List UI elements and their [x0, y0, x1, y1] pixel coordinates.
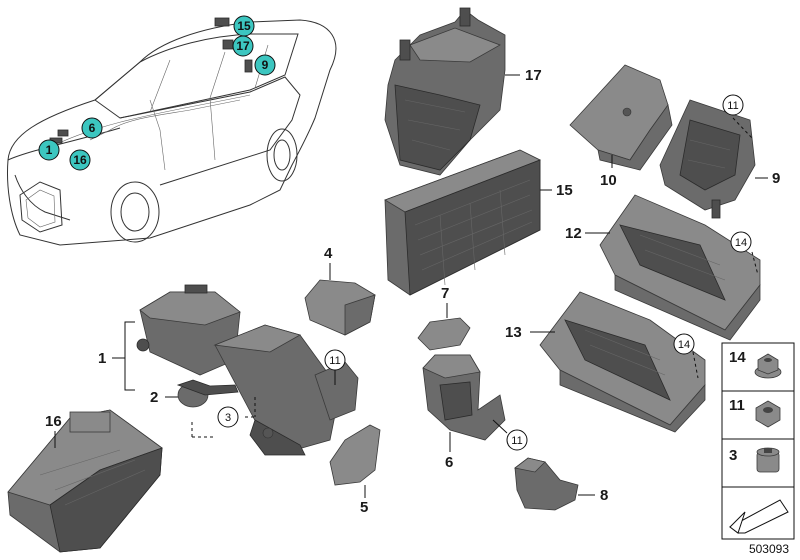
label-9: 9 — [772, 170, 780, 187]
svg-text:16: 16 — [73, 153, 87, 167]
svg-text:11: 11 — [329, 355, 340, 367]
part-5-plate[interactable] — [329, 424, 381, 486]
label-2: 2 — [150, 389, 158, 406]
svg-text:14: 14 — [729, 349, 746, 366]
label-13: 13 — [505, 324, 522, 341]
car-callouts: 15 17 9 6 1 16 — [38, 15, 276, 171]
dash-3 — [192, 397, 256, 438]
label-4: 4 — [324, 245, 333, 262]
callout-14-upper: 14 — [730, 231, 752, 253]
part-10-cover[interactable] — [569, 64, 673, 171]
label-10: 10 — [600, 172, 617, 189]
part-13-housing[interactable] — [539, 291, 706, 433]
dash-14-13 — [692, 351, 699, 379]
svg-text:14: 14 — [678, 339, 690, 351]
diagram-number: 503093 — [749, 542, 789, 556]
car-callout-6[interactable]: 6 — [81, 117, 103, 139]
bracket-assembly[interactable] — [213, 324, 359, 456]
svg-text:9: 9 — [262, 58, 269, 72]
legend-item-14[interactable]: 14 — [729, 349, 782, 379]
legend-panel: 14 11 3 — [721, 342, 795, 540]
svg-text:6: 6 — [89, 121, 96, 135]
label-8: 8 — [600, 487, 608, 504]
label-7: 7 — [441, 285, 449, 302]
label-5: 5 — [360, 499, 368, 516]
callout-11-top: 11 — [722, 94, 744, 116]
svg-text:15: 15 — [237, 19, 251, 33]
callout-11-mid: 11 — [324, 349, 346, 371]
dash-11-9 — [732, 117, 753, 139]
svg-text:11: 11 — [727, 100, 738, 112]
part-15-fusebox[interactable] — [384, 149, 541, 296]
plug-screw-icon — [756, 447, 780, 473]
label-17: 17 — [525, 67, 542, 84]
svg-text:11: 11 — [511, 435, 522, 447]
car-callout-1[interactable]: 1 — [38, 139, 60, 161]
part-1-module[interactable] — [136, 284, 241, 376]
part-4-cover[interactable] — [304, 279, 376, 336]
legend-item-11[interactable]: 11 — [729, 397, 781, 428]
part-16-control-unit[interactable] — [7, 409, 163, 553]
svg-text:11: 11 — [729, 397, 745, 414]
svg-text:17: 17 — [236, 39, 250, 53]
label-6: 6 — [445, 454, 453, 471]
direction-arrow-icon — [729, 499, 789, 534]
part-17-carrier[interactable] — [384, 7, 506, 176]
leader-11-low — [492, 419, 508, 434]
part-8-clip[interactable] — [514, 457, 579, 511]
car-callout-9[interactable]: 9 — [254, 54, 276, 76]
svg-text:14: 14 — [735, 237, 747, 249]
vehicle-outline — [7, 17, 337, 246]
label-16: 16 — [45, 413, 62, 430]
bracket-1 — [124, 321, 135, 391]
car-callout-16[interactable]: 16 — [69, 149, 91, 171]
callout-14-lower: 14 — [673, 333, 695, 355]
part-2-sensor[interactable] — [176, 379, 239, 408]
car-callout-15[interactable]: 15 — [233, 15, 255, 37]
svg-text:3: 3 — [729, 447, 737, 464]
label-15: 15 — [556, 182, 573, 199]
car-callout-17[interactable]: 17 — [232, 35, 254, 57]
dash-14-12 — [751, 251, 759, 276]
part-7-cap[interactable] — [417, 317, 471, 351]
label-1: 1 — [98, 350, 106, 367]
part-6-holder[interactable] — [422, 354, 506, 441]
nut-icon — [755, 400, 781, 428]
legend-item-3[interactable]: 3 — [729, 447, 780, 473]
part-12-housing[interactable] — [599, 194, 761, 341]
svg-text:3: 3 — [225, 412, 231, 424]
label-12: 12 — [565, 225, 582, 242]
part-9-bracket[interactable] — [659, 99, 756, 219]
flange-nut-icon — [754, 353, 782, 379]
svg-text:1: 1 — [46, 143, 53, 157]
callout-11-low: 11 — [506, 429, 528, 451]
callout-3: 3 — [217, 406, 239, 428]
